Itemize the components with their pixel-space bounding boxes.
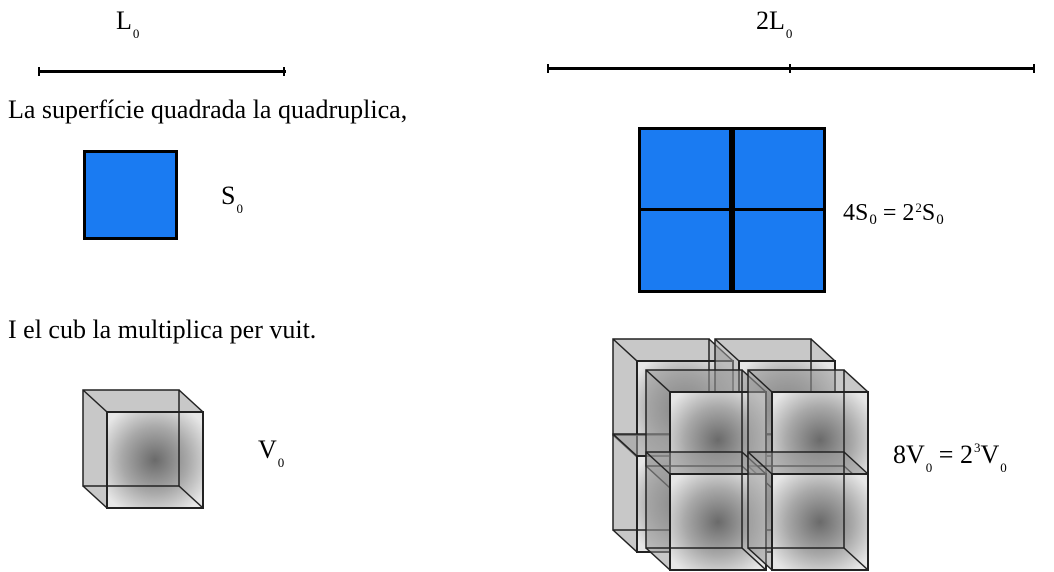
length-bar-tick-mid [789, 64, 791, 73]
length-bar-tick-left [38, 67, 40, 76]
length-label-L0: L0 [116, 6, 140, 41]
length-bar-tick-right [1033, 64, 1035, 73]
volume-equation: 8V0 = 23V0 [893, 440, 1007, 475]
quad-square-top-right [732, 127, 826, 211]
quad-square-bottom-left [638, 208, 732, 293]
volume-label-V0: V0 [258, 435, 285, 470]
surface-sentence: La superfície quadrada la quadruplica, [8, 95, 408, 124]
quad-square-top-left [638, 127, 732, 211]
area-label-S0: S0 [221, 181, 243, 216]
length-bar-tick-right [283, 67, 285, 76]
length-bar-L0 [38, 70, 286, 73]
length-bar-2L0 [547, 67, 1035, 70]
cube-sentence: I el cub la multiplica per vuit. [8, 315, 317, 344]
length-bar-tick-left [547, 64, 549, 73]
cube-front-bottom-right [747, 451, 869, 571]
length-label-2L0: 2L0 [756, 6, 793, 41]
unit-cube [82, 389, 204, 509]
area-equation: 4S0 = 22S0 [843, 200, 944, 228]
quad-square-bottom-right [732, 208, 826, 293]
unit-square [83, 150, 178, 240]
